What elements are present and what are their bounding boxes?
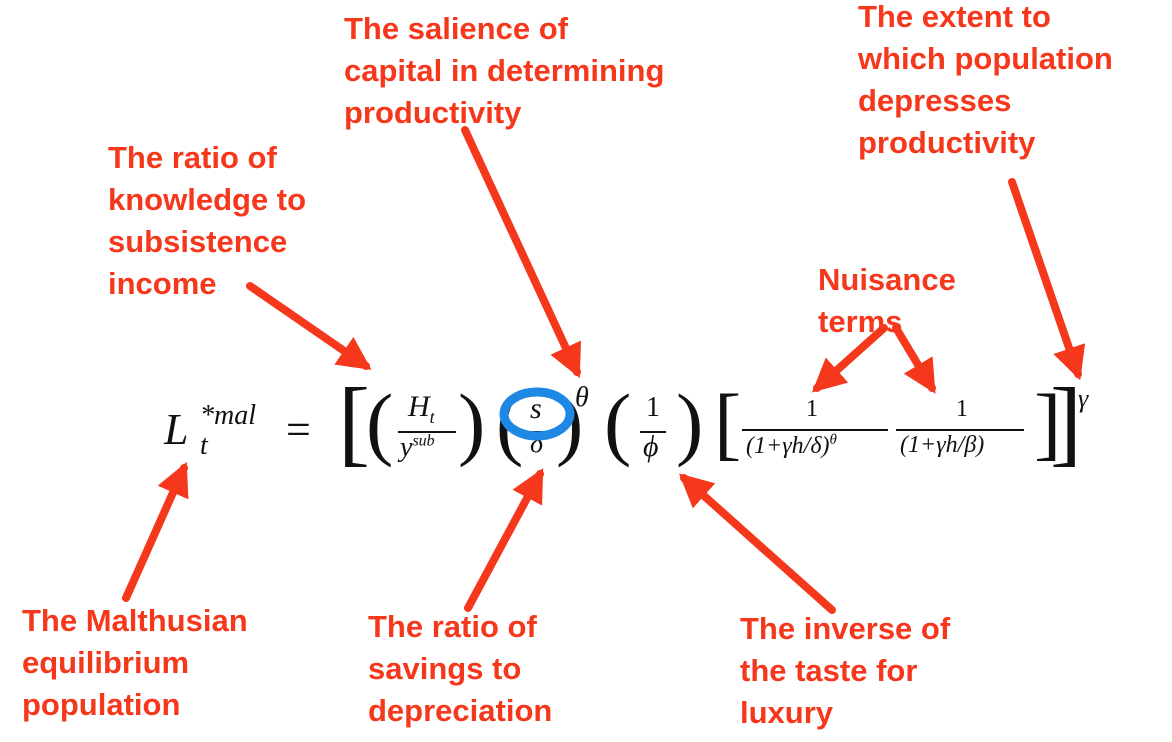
term5-numerator: 1 <box>956 396 968 422</box>
inner-bracket-open: [ <box>714 377 742 468</box>
lhs-superscript: *mal <box>200 400 256 431</box>
arrow-salience <box>461 126 581 379</box>
arrow-nuisance-right <box>892 324 936 394</box>
arrow-malthusian <box>122 461 189 602</box>
outer-bracket-open: [ <box>338 368 370 475</box>
term2-numerator: s <box>530 392 542 425</box>
arrow-knowledge-ratio <box>246 282 372 370</box>
outer-bracket-close: ] <box>1050 368 1082 475</box>
lhs-subscript: t <box>200 430 208 461</box>
paren-open-1: ( <box>366 377 394 468</box>
outer-exponent: γ <box>1078 384 1089 413</box>
label-inverse-taste: The inverse of the taste for luxury <box>740 611 951 730</box>
equals-sign: = <box>286 405 311 454</box>
arrow-nuisance-left <box>811 324 888 393</box>
term1-fraction-bar <box>398 431 456 433</box>
term4-fraction-bar <box>742 429 888 431</box>
term4-denominator: (1+γh/δ)θ <box>746 432 837 459</box>
highlight-circle <box>499 387 575 441</box>
term5-denominator: (1+γh/β) <box>900 432 985 458</box>
term3-denominator: ϕ <box>643 430 659 463</box>
paren-close-1: ) <box>458 377 486 468</box>
term3-numerator: 1 <box>646 392 660 423</box>
arrow-inverse-taste <box>678 473 836 614</box>
term1-numerator: Ht <box>408 390 435 427</box>
arrow-population-depress <box>1008 178 1086 381</box>
label-malthusian: The Malthusian equilibrium population <box>22 603 248 722</box>
paren-close-3: ) <box>676 377 704 468</box>
term4-numerator: 1 <box>806 396 818 422</box>
term1-denominator: ysub <box>400 432 435 463</box>
inner-bracket-close: ] <box>1034 377 1062 468</box>
arrow-savings-ratio <box>464 468 544 612</box>
term5-fraction-bar <box>896 429 1024 431</box>
label-nuisance: Nuisance terms <box>818 262 956 339</box>
label-population-depress: The extent to which population depresses… <box>858 0 1113 160</box>
lhs-base: L <box>164 405 189 454</box>
term2-exponent: θ <box>575 382 589 413</box>
label-salience: The salience of capital in determining p… <box>344 11 665 130</box>
label-savings-ratio: The ratio of savings to depreciation <box>368 609 553 728</box>
paren-open-3: ( <box>604 377 632 468</box>
label-knowledge-ratio: The ratio of knowledge to subsistence in… <box>108 140 307 301</box>
term3-fraction-bar <box>640 431 666 433</box>
